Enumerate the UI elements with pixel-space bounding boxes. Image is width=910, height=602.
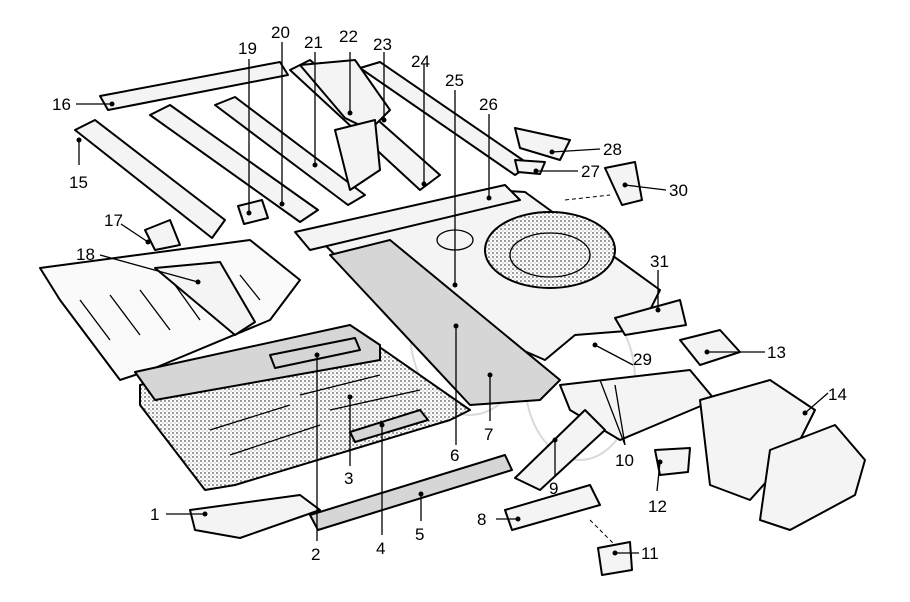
- callout-14: 14: [828, 385, 847, 404]
- bracket-22: [334, 119, 381, 191]
- callout-20: 20: [271, 23, 290, 42]
- callout-23: 23: [373, 35, 392, 54]
- callout-labels: 1 2 3 4 5 6 7 8 9 10 11 12 13 14 15 16 1…: [52, 23, 847, 564]
- callout-18: 18: [76, 245, 95, 264]
- front-floor: [39, 239, 301, 381]
- callout-29: 29: [633, 350, 652, 369]
- callout-15: 15: [69, 173, 88, 192]
- callout-22: 22: [339, 27, 358, 46]
- callout-13: 13: [767, 343, 786, 362]
- callout-9: 9: [549, 479, 558, 498]
- bracket-19: [237, 199, 269, 225]
- callout-25: 25: [445, 71, 464, 90]
- longitudinal-9: [514, 409, 606, 491]
- callout-11: 11: [641, 544, 659, 563]
- callout-17: 17: [104, 211, 123, 230]
- plate-11: [597, 541, 633, 576]
- crossmember-2: [269, 337, 361, 369]
- reference-dots: [76, 101, 808, 556]
- leader-lines: [76, 42, 829, 554]
- callout-26: 26: [479, 95, 498, 114]
- callout-27: 27: [581, 162, 600, 181]
- pillar-23: [299, 59, 391, 131]
- callout-31: 31: [650, 252, 669, 271]
- callout-8: 8: [477, 510, 486, 529]
- bracket-17: [144, 219, 181, 251]
- callout-12: 12: [648, 497, 667, 516]
- rear-crossmember-25: [294, 184, 521, 251]
- center-tunnel: [329, 239, 561, 406]
- callout-4: 4: [376, 539, 385, 558]
- callout-3: 3: [344, 469, 353, 488]
- bracket-13: [679, 329, 741, 366]
- bracket-8: [504, 484, 601, 531]
- callout-28: 28: [603, 140, 622, 159]
- crossmember-4: [349, 409, 429, 443]
- callout-24: 24: [411, 52, 430, 71]
- callout-1: 1: [150, 505, 159, 524]
- sill-outer: [309, 454, 513, 531]
- bracket-12: [654, 447, 691, 476]
- bracket-28: [514, 127, 571, 161]
- callout-16: 16: [52, 95, 71, 114]
- bracket-27: [514, 159, 546, 175]
- front-side-member: [189, 494, 321, 539]
- rail-20: [149, 104, 319, 223]
- rail-16: [99, 61, 289, 111]
- callout-6: 6: [450, 446, 459, 465]
- callout-10: 10: [615, 451, 634, 470]
- callout-21: 21: [304, 33, 323, 52]
- callout-30: 30: [669, 181, 688, 200]
- spare-wheel-well: [484, 211, 616, 289]
- callout-2: 2: [311, 545, 320, 564]
- wheelhouse-rear: [759, 424, 866, 531]
- rail-15: [74, 119, 226, 239]
- rail-21: [214, 96, 366, 206]
- callout-7: 7: [484, 425, 493, 444]
- callout-5: 5: [415, 525, 424, 544]
- callout-19: 19: [238, 39, 257, 58]
- bracket-18: [154, 261, 256, 336]
